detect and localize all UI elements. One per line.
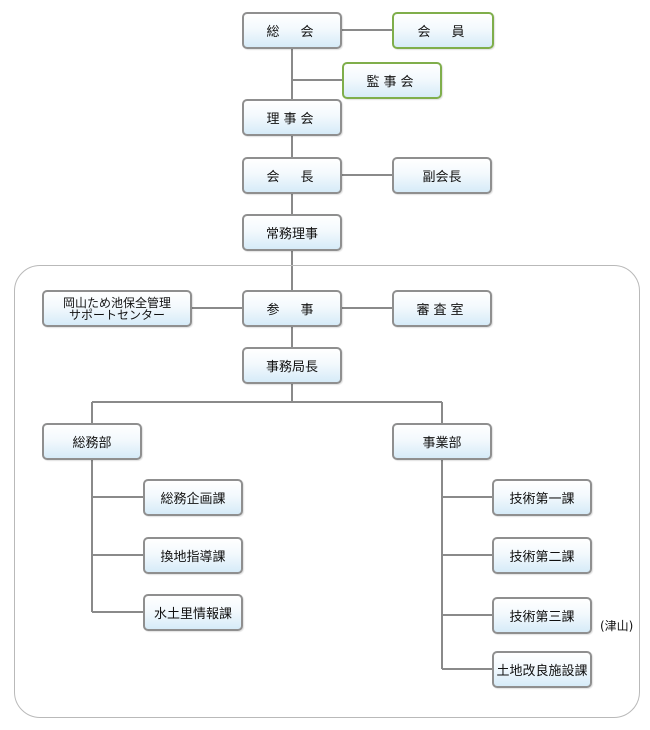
node-executive-director: 常務理事 [242, 214, 342, 251]
node-board: 理事会 [242, 99, 342, 136]
node-projects-dept: 事業部 [392, 423, 492, 460]
node-vice-chairman: 副会長 [392, 157, 492, 194]
support-center-line2: サポートセンター [68, 307, 165, 322]
node-land-replotting-section: 換地指導課 [143, 537, 243, 574]
node-general-planning-section: 総務企画課 [143, 479, 243, 516]
node-general-assembly: 総 会 [242, 12, 342, 49]
support-center-line1: 岡山ため池保全管理 [62, 295, 171, 310]
node-midori-information-section: 水土里情報課 [143, 594, 243, 631]
node-counselor: 参 事 [242, 290, 342, 327]
node-technical-section-2: 技術第二課 [492, 537, 592, 574]
node-members: 会 員 [392, 12, 494, 49]
node-technical-section-1: 技術第一課 [492, 479, 592, 516]
node-review-office: 審査室 [392, 290, 492, 327]
node-support-center: 岡山ため池保全管理 サポートセンター [42, 290, 192, 327]
node-secretary-general: 事務局長 [242, 347, 342, 384]
node-technical-section-3: 技術第三課 [492, 597, 592, 634]
node-auditors: 監事会 [342, 62, 442, 99]
tsuyama-note: (津山) [600, 619, 634, 633]
node-land-improvement-facilities-section: 土地改良施設課 [492, 651, 592, 688]
node-chairman: 会 長 [242, 157, 342, 194]
node-general-affairs-dept: 総務部 [42, 423, 142, 460]
secretariat-frame [14, 265, 640, 718]
